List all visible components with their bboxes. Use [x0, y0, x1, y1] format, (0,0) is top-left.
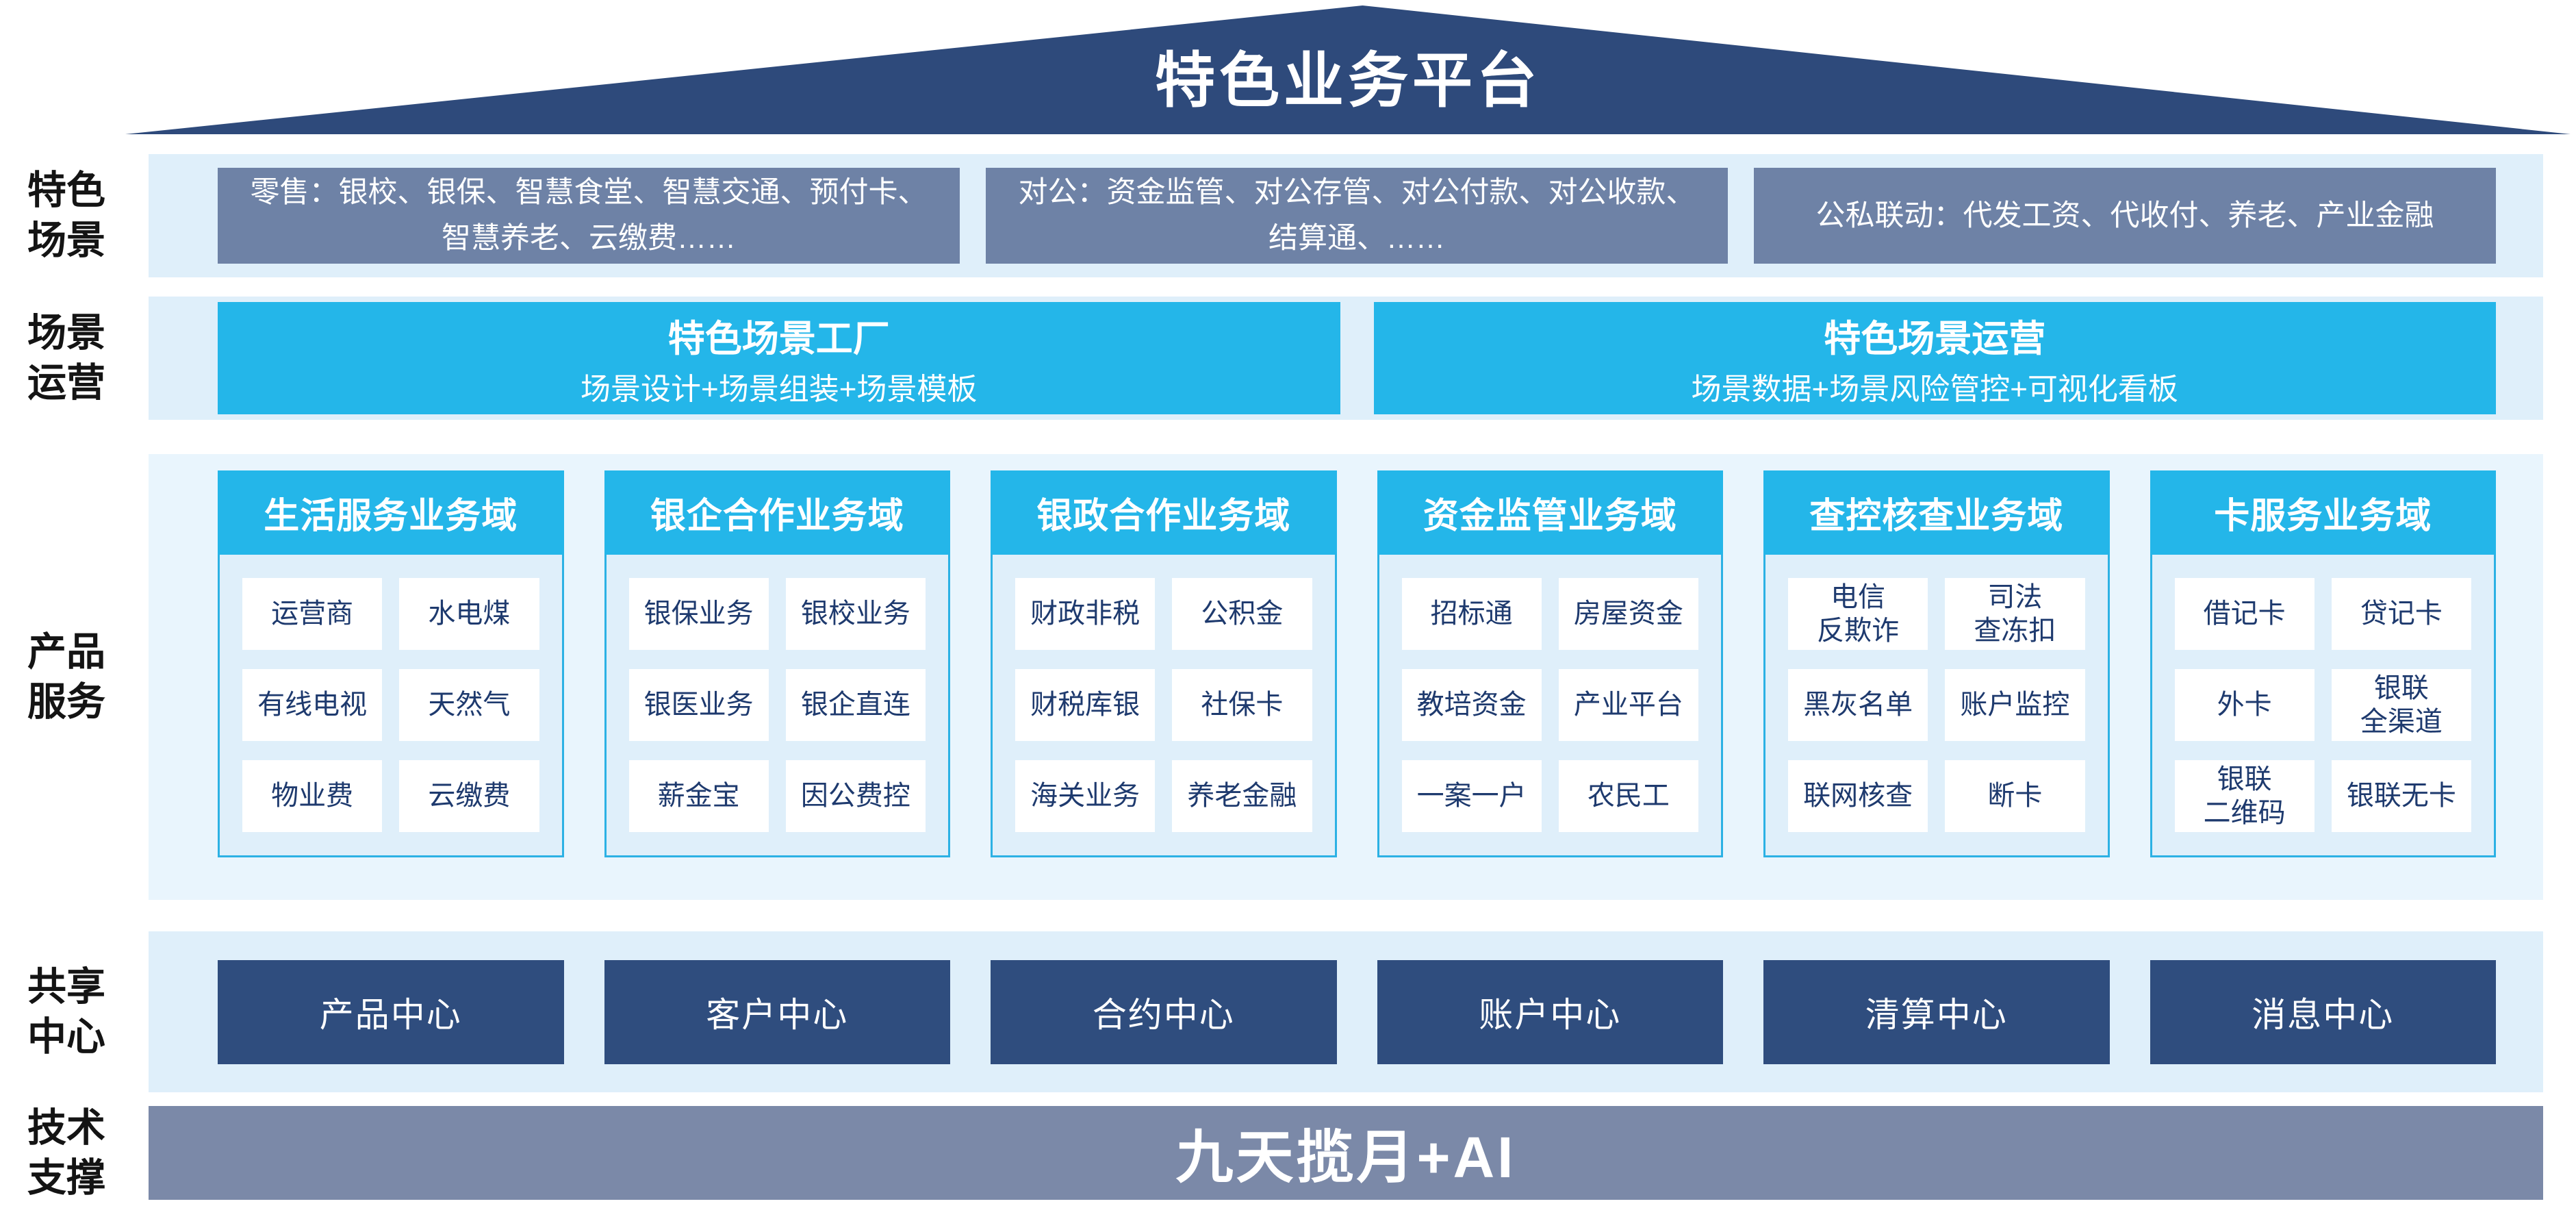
domain-cell: 银联 二维码: [2174, 760, 2314, 832]
scenes-band: 零售：银校、银保、智慧食堂、智慧交通、预付卡、智慧养老、云缴费…… 对公：资金监…: [149, 154, 2543, 277]
domain-cell: 外卡: [2174, 669, 2314, 741]
domain-cell: 账户监控: [1945, 669, 2085, 741]
center-box-product: 产品中心: [218, 960, 564, 1064]
domain-body: 电信 反欺诈 司法 查冻扣 黑灰名单 账户监控 联网核查 断卡: [1763, 555, 2110, 857]
domain-body: 运营商 水电煤 有线电视 天然气 物业费 云缴费: [218, 555, 564, 857]
domain-cell: 贷记卡: [2331, 578, 2471, 650]
platform-roof: 特色业务平台: [125, 5, 2571, 134]
row-label-operation: 场景 运营: [27, 311, 105, 405]
domain-bank-government: 银政合作业务域 财政非税 公积金 财税库银 社保卡 海关业务 养老金融: [991, 470, 1337, 857]
domain-cell: 养老金融: [1172, 760, 1312, 832]
domain-cell: 银联 全渠道: [2331, 669, 2471, 741]
domain-cell: 电信 反欺诈: [1788, 578, 1928, 650]
center-box-clearing: 清算中心: [1763, 960, 2110, 1064]
domain-fund-supervision: 资金监管业务域 招标通 房屋资金 教培资金 产业平台 一案一户 农民工: [1377, 470, 1723, 857]
operation-box-title: 特色场景运营: [1824, 318, 2046, 360]
operation-box-subtitle: 场景设计+场景组装+场景模板: [581, 373, 978, 406]
platform-title: 特色业务平台: [1154, 47, 1541, 114]
center-box-account: 账户中心: [1377, 960, 1723, 1064]
domain-cell: 黑灰名单: [1788, 669, 1928, 741]
operation-box-subtitle: 场景数据+场景风险管控+可视化看板: [1691, 373, 2178, 406]
products-band: 生活服务业务域 运营商 水电煤 有线电视 天然气 物业费 云缴费 银企合作业务域…: [149, 454, 2543, 900]
domain-card-services: 卡服务业务域 借记卡 贷记卡 外卡 银联 全渠道 银联 二维码 银联无卡: [2150, 470, 2496, 857]
row-label-products: 产品 服务: [27, 629, 105, 724]
operation-box-ops: 特色场景运营 场景数据+场景风险管控+可视化看板: [1373, 302, 2496, 414]
domain-cell: 教培资金: [1401, 669, 1542, 741]
center-box-message: 消息中心: [2150, 960, 2496, 1064]
domain-header: 银企合作业务域: [604, 470, 950, 555]
domain-cell: 有线电视: [242, 669, 383, 741]
domain-cell: 银校业务: [785, 578, 926, 650]
domain-cell: 财政非税: [1015, 578, 1156, 650]
domain-header: 生活服务业务域: [218, 470, 564, 555]
domain-inquiry-control: 查控核查业务域 电信 反欺诈 司法 查冻扣 黑灰名单 账户监控 联网核查 断卡: [1763, 470, 2110, 857]
domain-cell: 公积金: [1172, 578, 1312, 650]
domain-header: 银政合作业务域: [991, 470, 1337, 555]
scene-box-corporate: 对公：资金监管、对公存管、对公付款、对公收款、结算通、……: [986, 168, 1728, 264]
domain-cell: 一案一户: [1401, 760, 1542, 832]
tech-support-banner: 九天揽月+AI: [149, 1106, 2543, 1200]
domain-body: 财政非税 公积金 财税库银 社保卡 海关业务 养老金融: [991, 555, 1337, 857]
scene-box-public-private: 公私联动：代发工资、代收付、养老、产业金融: [1754, 168, 2496, 264]
operation-box-title: 特色场景工厂: [667, 318, 890, 360]
domain-body: 借记卡 贷记卡 外卡 银联 全渠道 银联 二维码 银联无卡: [2150, 555, 2496, 857]
center-box-contract: 合约中心: [991, 960, 1337, 1064]
domain-cell: 银医业务: [628, 669, 769, 741]
domain-cell: 银企直连: [785, 669, 926, 741]
operation-band: 特色场景工厂 场景设计+场景组装+场景模板 特色场景运营 场景数据+场景风险管控…: [149, 297, 2543, 420]
domain-cell: 因公费控: [785, 760, 926, 832]
domain-cell: 断卡: [1945, 760, 2085, 832]
domain-cell: 农民工: [1558, 760, 1698, 832]
domain-life-services: 生活服务业务域 运营商 水电煤 有线电视 天然气 物业费 云缴费: [218, 470, 564, 857]
domain-cell: 云缴费: [399, 760, 539, 832]
domain-cell: 银保业务: [628, 578, 769, 650]
center-box-customer: 客户中心: [604, 960, 950, 1064]
operation-box-factory: 特色场景工厂 场景设计+场景组装+场景模板: [218, 302, 1340, 414]
domain-cell: 财税库银: [1015, 669, 1156, 741]
domain-cell: 招标通: [1401, 578, 1542, 650]
scene-box-retail: 零售：银校、银保、智慧食堂、智慧交通、预付卡、智慧养老、云缴费……: [218, 168, 960, 264]
row-label-tech: 技术 支撑: [27, 1105, 105, 1200]
domain-cell: 天然气: [399, 669, 539, 741]
domain-cell: 水电煤: [399, 578, 539, 650]
domain-cell: 物业费: [242, 760, 383, 832]
domain-body: 招标通 房屋资金 教培资金 产业平台 一案一户 农民工: [1377, 555, 1723, 857]
domain-header: 卡服务业务域: [2150, 470, 2496, 555]
row-label-centers: 共享 中心: [27, 964, 105, 1059]
domain-cell: 银联无卡: [2331, 760, 2471, 832]
domain-cell: 司法 查冻扣: [1945, 578, 2085, 650]
domain-cell: 运营商: [242, 578, 383, 650]
domain-cell: 房屋资金: [1558, 578, 1698, 650]
domain-body: 银保业务 银校业务 银医业务 银企直连 薪金宝 因公费控: [604, 555, 950, 857]
row-label-scenes: 特色 场景: [27, 168, 105, 262]
domain-cell: 联网核查: [1788, 760, 1928, 832]
domain-cell: 海关业务: [1015, 760, 1156, 832]
domain-header: 资金监管业务域: [1377, 470, 1723, 555]
domain-header: 查控核查业务域: [1763, 470, 2110, 555]
centers-band: 产品中心 客户中心 合约中心 账户中心 清算中心 消息中心: [149, 931, 2543, 1092]
domain-bank-enterprise: 银企合作业务域 银保业务 银校业务 银医业务 银企直连 薪金宝 因公费控: [604, 470, 950, 857]
domain-cell: 薪金宝: [628, 760, 769, 832]
domain-cell: 社保卡: [1172, 669, 1312, 741]
domain-cell: 产业平台: [1558, 669, 1698, 741]
domain-cell: 借记卡: [2174, 578, 2314, 650]
